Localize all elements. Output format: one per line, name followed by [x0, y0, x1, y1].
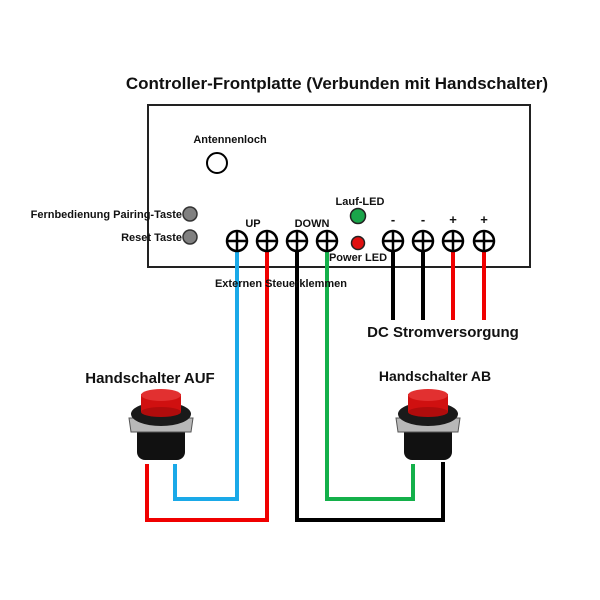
dc-supply-label: DC Stromversorgung	[367, 324, 519, 341]
terminal-minus-label: -	[391, 212, 395, 227]
switch-up-label: Handschalter AUF	[85, 370, 214, 387]
screw-terminal-icon	[315, 229, 339, 253]
terminal-plus-label: +	[480, 212, 488, 227]
screw-terminal-icon	[411, 229, 435, 253]
wire-down-green	[325, 250, 415, 501]
power-led-label: Power LED	[329, 252, 387, 264]
switch-down-label: Handschalter AB	[379, 368, 491, 384]
antenna-hole-icon	[206, 152, 228, 174]
diagram-title: Controller-Frontplatte (Verbunden mit Ha…	[126, 74, 548, 93]
screw-terminal-icon	[472, 229, 496, 253]
pairing-label: Fernbedienung Pairing-Taste	[31, 209, 182, 221]
controller-panel	[147, 104, 531, 268]
wire-up-red	[145, 250, 269, 522]
reset-button[interactable]	[182, 229, 198, 245]
reset-label: Reset Taste	[121, 232, 182, 244]
external-terminals-label: Externen Steuerklemmen	[215, 278, 347, 290]
screw-terminal-icon	[225, 229, 249, 253]
push-button-switch-down-icon	[395, 389, 461, 460]
run-led-label: Lauf-LED	[336, 196, 385, 208]
up-label: UP	[245, 218, 260, 230]
screw-terminal-icon	[255, 229, 279, 253]
screw-terminal-icon	[381, 229, 405, 253]
run-led-icon	[349, 207, 367, 225]
screw-terminal-icon	[441, 229, 465, 253]
screw-terminal-icon	[285, 229, 309, 253]
pairing-button[interactable]	[182, 206, 198, 222]
terminal-plus-label: +	[449, 212, 457, 227]
wire-down-black	[295, 250, 445, 522]
terminal-minus-label: -	[421, 212, 425, 227]
antenna-label: Antennenloch	[193, 134, 267, 146]
down-label: DOWN	[295, 218, 330, 230]
wire-up-blue	[173, 250, 239, 501]
push-button-switch-up-icon	[128, 389, 194, 460]
power-led-icon	[350, 235, 366, 251]
